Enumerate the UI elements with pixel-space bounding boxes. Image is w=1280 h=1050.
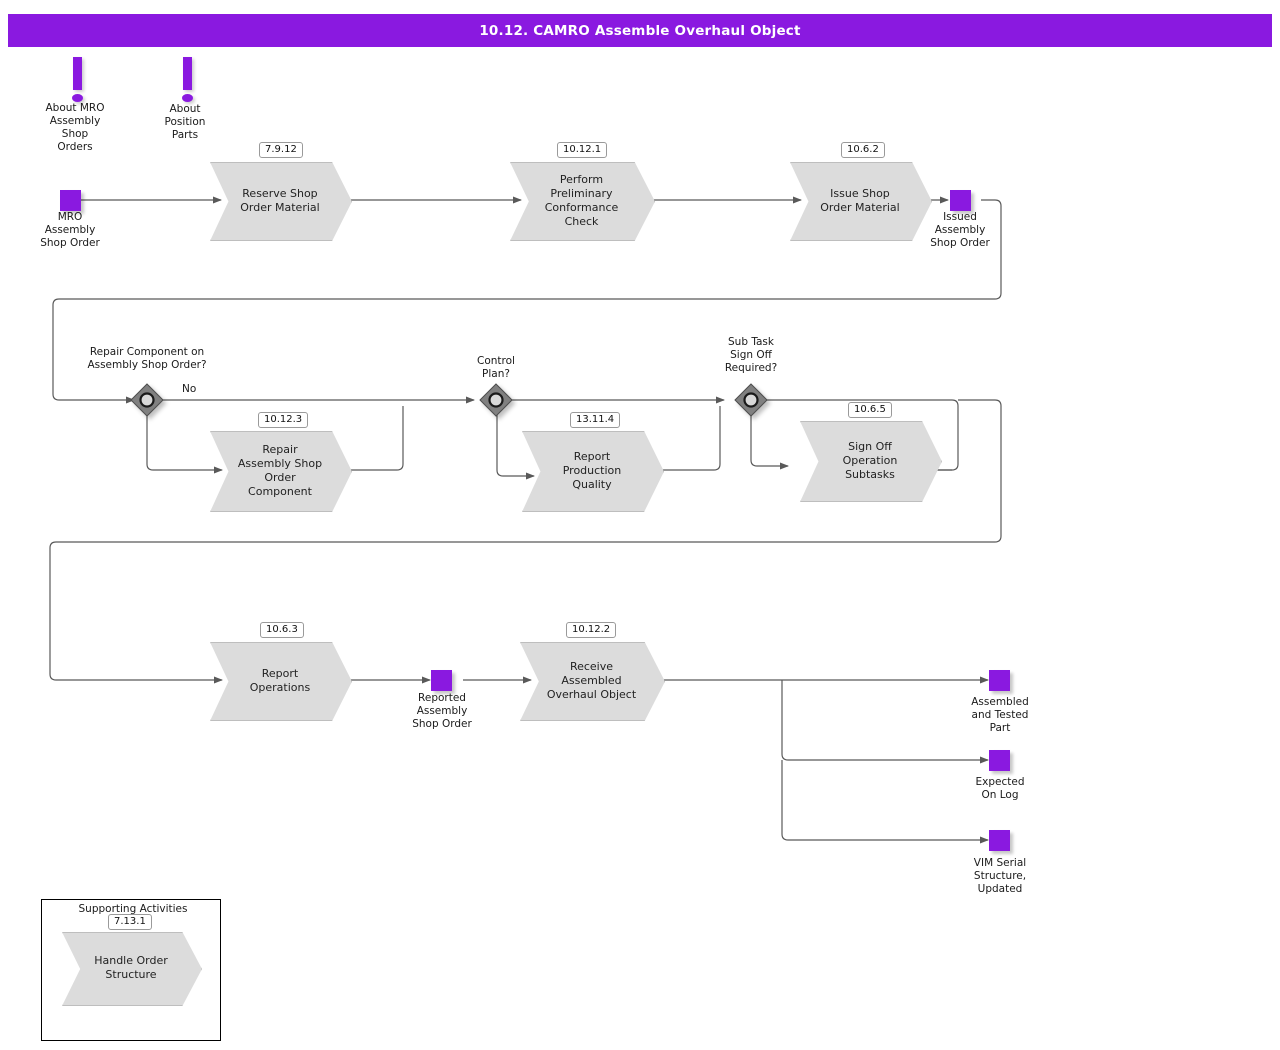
object-label-issued-assembly-shop-order: Issued Assembly Shop Order bbox=[930, 211, 990, 249]
process-reserve-shop-order-material[interactable]: Reserve Shop Order Material bbox=[210, 162, 352, 241]
decision-control-plan[interactable] bbox=[479, 383, 513, 417]
process-shape bbox=[210, 642, 352, 721]
object-node-issued-assembly-shop-order[interactable] bbox=[950, 190, 971, 211]
process-shape bbox=[210, 162, 352, 241]
process-label: Receive Assembled Overhaul Object bbox=[546, 659, 637, 701]
process-code-receive-assembled-overhaul-object: 10.12.2 bbox=[566, 622, 617, 638]
process-label: Report Operations bbox=[249, 666, 311, 694]
edge-report-quality-rejoin bbox=[655, 406, 721, 471]
edge-row2-to-report-operations bbox=[49, 399, 1002, 684]
edge-decision2-to-report-quality bbox=[496, 414, 535, 480]
page-title: 10.12. CAMRO Assemble Overhaul Object bbox=[479, 22, 801, 39]
decision-repair-component[interactable] bbox=[130, 383, 164, 417]
process-report-production-quality[interactable]: Report Production Quality bbox=[522, 431, 664, 512]
object-node-mro-assembly-shop-order[interactable] bbox=[60, 190, 81, 211]
process-issue-shop-order-material[interactable]: Issue Shop Order Material bbox=[790, 162, 932, 241]
process-label: Issue Shop Order Material bbox=[820, 186, 900, 214]
supporting-activities-title: Supporting Activities bbox=[70, 903, 196, 915]
object-label-expected-on-log: Expected On Log bbox=[975, 776, 1025, 801]
exclamation-dot-icon bbox=[72, 94, 83, 102]
process-code-perform-preliminary-conformance-check: 10.12.1 bbox=[557, 142, 608, 158]
process-shape bbox=[520, 642, 665, 721]
edge-receive-to-vim-serial bbox=[781, 760, 989, 844]
process-label: Repair Assembly Shop Order Component bbox=[237, 442, 323, 498]
exclamation-dot-icon bbox=[182, 94, 193, 102]
process-code-sign-off-operation-subtasks: 10.6.5 bbox=[848, 402, 892, 418]
edge-decision3-bypass bbox=[764, 399, 959, 471]
process-repair-assembly-shop-order-component[interactable]: Repair Assembly Shop Order Component bbox=[210, 431, 352, 512]
process-label: Perform Preliminary Conformance Check bbox=[544, 172, 619, 228]
process-code-repair-assembly-shop-order-component: 10.12.3 bbox=[258, 412, 309, 428]
process-code-issue-shop-order-material: 10.6.2 bbox=[841, 142, 885, 158]
process-label: Handle Order Structure bbox=[94, 954, 168, 981]
edge-repair-rejoin bbox=[345, 406, 404, 471]
process-report-operations[interactable]: Report Operations bbox=[210, 642, 352, 721]
decision-label-repair-component: Repair Component on Assembly Shop Order? bbox=[87, 346, 207, 371]
object-node-reported-assembly-shop-order[interactable] bbox=[431, 670, 452, 691]
process-code-handle-order-structure: 7.13.1 bbox=[108, 914, 152, 930]
process-code-report-operations: 10.6.3 bbox=[260, 622, 304, 638]
process-receive-assembled-overhaul-object[interactable]: Receive Assembled Overhaul Object bbox=[520, 642, 665, 721]
page-title-bar: 10.12. CAMRO Assemble Overhaul Object bbox=[8, 14, 1272, 47]
note-label-about-position-parts: About Position Parts bbox=[164, 103, 206, 141]
decision-label-sub-task-sign-off: Sub Task Sign Off Required? bbox=[724, 336, 778, 374]
decision-label-control-plan: Control Plan? bbox=[477, 355, 515, 380]
decision-diamonds bbox=[130, 383, 768, 417]
decision-sub-task-sign-off[interactable] bbox=[734, 383, 768, 417]
process-label: Report Production Quality bbox=[562, 449, 622, 491]
note-icon-about-mro-assembly-shop-orders[interactable] bbox=[68, 57, 87, 103]
process-shape bbox=[800, 421, 942, 502]
edge-decision1-yes-to-repair bbox=[146, 414, 223, 474]
note-icon-about-position-parts[interactable] bbox=[178, 57, 197, 103]
process-label: Reserve Shop Order Material bbox=[240, 186, 320, 214]
object-label-vim-serial-structure-updated: VIM Serial Structure, Updated bbox=[973, 857, 1027, 895]
process-shape bbox=[790, 162, 932, 241]
object-label-reported-assembly-shop-order: Reported Assembly Shop Order bbox=[412, 692, 472, 730]
process-perform-preliminary-conformance-check[interactable]: Perform Preliminary Conformance Check bbox=[510, 162, 655, 241]
object-node-vim-serial-structure-updated[interactable] bbox=[989, 830, 1010, 851]
object-label-assembled-and-tested-part: Assembled and Tested Part bbox=[971, 696, 1029, 734]
object-node-assembled-and-tested-part[interactable] bbox=[989, 670, 1010, 691]
object-node-expected-on-log[interactable] bbox=[989, 750, 1010, 771]
process-code-reserve-shop-order-material: 7.9.12 bbox=[259, 142, 303, 158]
note-label-about-mro-assembly-shop-orders: About MRO Assembly Shop Orders bbox=[45, 102, 105, 153]
edge-decision3-to-signoff bbox=[750, 414, 789, 470]
exclamation-icon bbox=[183, 57, 192, 90]
process-handle-order-structure[interactable]: Handle Order Structure bbox=[62, 932, 202, 1006]
edge-issued-to-repair-decision bbox=[52, 199, 1002, 404]
process-label: Sign Off Operation Subtasks bbox=[842, 439, 898, 481]
edge-label-repair-component-no: No bbox=[182, 383, 197, 395]
object-label-mro-assembly-shop-order: MRO Assembly Shop Order bbox=[40, 211, 100, 249]
process-sign-off-operation-subtasks[interactable]: Sign Off Operation Subtasks bbox=[800, 421, 942, 502]
edge-receive-to-expected-on-log bbox=[781, 680, 989, 764]
process-code-report-production-quality: 13.11.4 bbox=[570, 412, 621, 428]
process-shape bbox=[510, 162, 655, 241]
exclamation-icon bbox=[73, 57, 82, 90]
process-shape bbox=[522, 431, 664, 512]
process-shape bbox=[210, 431, 352, 512]
